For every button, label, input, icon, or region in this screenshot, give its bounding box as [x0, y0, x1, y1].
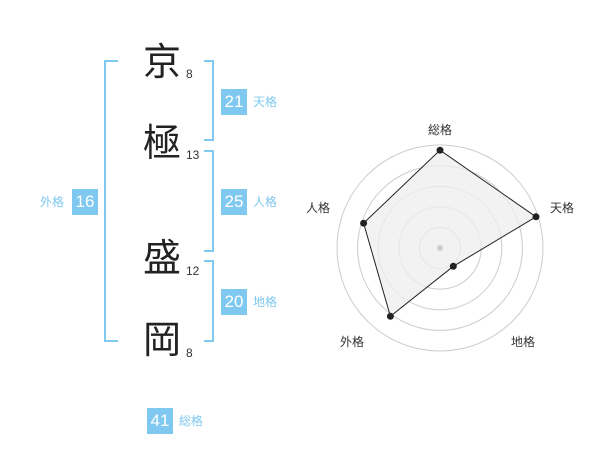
- radar-label-gaikaku: 外格: [340, 334, 364, 349]
- gaikaku-badge: 16: [72, 189, 98, 215]
- radar-label-chikaku: 地格: [511, 334, 535, 349]
- radar-points: [360, 146, 540, 320]
- tenkaku-label: 天格: [253, 95, 278, 109]
- jinkaku-label: 人格: [253, 195, 278, 209]
- radar-area: [363, 149, 537, 318]
- jinkaku-bracket: [204, 150, 214, 252]
- chikaku-badge: 20: [221, 289, 247, 315]
- radar-chart: 総格 天格 地格 外格 人格: [306, 122, 574, 352]
- tenkaku-badge: 21: [221, 89, 247, 115]
- radar-label-soukaku: 総格: [428, 122, 452, 137]
- radar-point: [360, 219, 368, 227]
- gaikaku-label: 外格: [40, 195, 65, 209]
- radar-point: [386, 312, 394, 320]
- stroke-count-4: 8: [186, 346, 193, 360]
- gaikaku-bracket: [104, 60, 118, 342]
- radar-grid-ring: [336, 144, 544, 352]
- radar-point: [532, 213, 540, 221]
- soukaku-label: 総格: [179, 414, 204, 428]
- radar-point: [449, 262, 457, 270]
- kanji-1: 京: [142, 40, 181, 84]
- stroke-count-2: 13: [186, 148, 200, 162]
- chikaku-label: 地格: [253, 295, 278, 309]
- radar-label-tenkaku: 天格: [550, 200, 574, 215]
- radar-center-dot: [437, 245, 443, 251]
- stroke-count-1: 8: [186, 67, 193, 81]
- jinkaku-badge: 25: [221, 189, 247, 215]
- kanji-4: 岡: [142, 318, 181, 362]
- radar-point: [436, 146, 444, 154]
- soukaku-badge: 41: [147, 408, 173, 434]
- tenkaku-bracket: [204, 60, 214, 141]
- stroke-count-3: 12: [186, 264, 200, 278]
- chikaku-bracket: [204, 260, 214, 342]
- radar-label-jinkaku: 人格: [306, 200, 330, 215]
- kanji-2: 極: [142, 121, 181, 165]
- kanji-3: 盛: [142, 236, 181, 280]
